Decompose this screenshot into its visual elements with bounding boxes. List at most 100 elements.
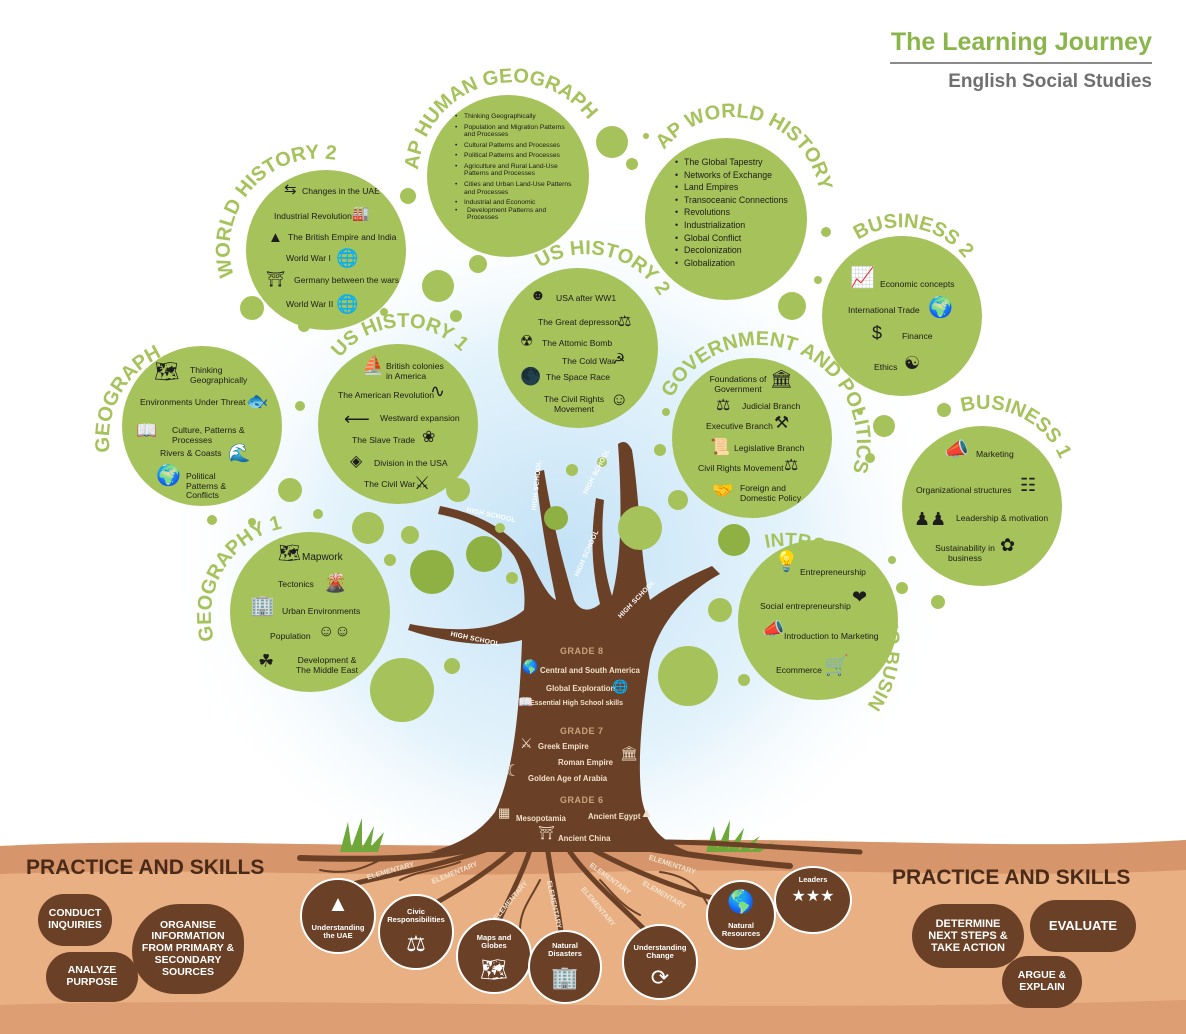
course-item: Marketing	[976, 449, 1014, 459]
course-item: Population and Migration Patterns and Pr…	[455, 124, 573, 139]
course-item: Urban Environments	[282, 606, 361, 616]
globe-icon: 🌐	[336, 248, 359, 268]
mideast-map-icon: ☘	[258, 651, 275, 671]
course-item: Globalization	[675, 257, 799, 270]
course-item: Political Patterns & Conflicts	[186, 471, 227, 501]
course-item: The Great depresson	[538, 317, 620, 327]
skill-evaluate: EVALUATE	[1030, 900, 1136, 952]
grass-left	[340, 818, 384, 852]
course-item: Decolonization	[675, 244, 799, 257]
soil	[0, 839, 1186, 1034]
megaphone-icon: 📣	[944, 439, 969, 461]
root-node-label: Natural Resources	[721, 921, 761, 939]
course-world-history-2: ⇆ Changes in the UAE Industrial Revoluti…	[246, 170, 406, 330]
moon-icon: 🌑	[520, 367, 542, 386]
root-node-natural-disasters: Natural Disasters 🏢	[528, 930, 602, 1004]
course-item: Industrial and Economic	[455, 199, 573, 207]
course-item: Development Patterns and Processes	[455, 207, 573, 222]
course-item: World War II	[286, 299, 334, 309]
course-item: Thinking Geographically	[455, 113, 573, 121]
course-geography-1: 🗺 Mapwork Tectonics 🌋 🏢 Urban Environmen…	[230, 532, 390, 692]
course-business-2: 📈 Economic concepts International Trade …	[822, 236, 982, 396]
course-item: Westward expansion	[380, 413, 460, 423]
root-node-leaders: Leaders ★★★	[774, 866, 852, 934]
course-item: Development & The Middle East	[295, 655, 359, 675]
skill-argue-and-explain: ARGUE & EXPLAIN	[1002, 956, 1082, 1008]
book-icon: 📖	[136, 421, 158, 440]
course-item: Industrialization	[675, 219, 799, 232]
arrow-left-icon: ⟵	[344, 409, 370, 429]
course-item: Economic concepts	[880, 279, 955, 289]
course-item: The Civil Rights Movement	[543, 394, 605, 414]
root-node-label: Civic Responsibilities	[387, 907, 445, 925]
root-node-maps-and-globes: Maps and Globes 🗺	[456, 918, 532, 994]
course-item: Thinking Geographically	[190, 365, 248, 385]
scales-icon: ⚖	[406, 931, 426, 956]
scales-icon: ⚖	[716, 397, 731, 414]
crossed-swords-icon: ⚔	[414, 473, 431, 493]
page-title: The Learning Journey	[890, 28, 1152, 56]
course-item: Legislative Branch	[734, 443, 805, 453]
arrows-icon: ⇆	[284, 181, 297, 198]
trunk	[408, 442, 720, 852]
money-bag-icon: ⚖	[618, 313, 632, 330]
grade-title: GRADE 8	[560, 646, 604, 656]
grade-item: Roman Empire	[558, 758, 614, 767]
map-icon: 🗺	[480, 957, 508, 982]
laptop-cart-icon: 🛒	[824, 655, 849, 677]
soil-band-bottom	[0, 1000, 1186, 1034]
course-item: Introduction to Marketing	[784, 631, 879, 641]
scales-icon: ⚖	[784, 457, 799, 474]
course-item: Executive Branch	[706, 421, 773, 431]
course-item: Germany between the wars	[294, 275, 400, 285]
fish-icon: 🐟	[246, 391, 269, 411]
course-item: Mapwork	[302, 552, 343, 563]
course-item: Sustainability in business	[935, 543, 995, 563]
root-node-understanding-the-uae: ▲ Understanding the UAE	[300, 878, 376, 954]
helmet-icon: ⚔	[520, 735, 533, 751]
city-icon: 🏢	[250, 595, 275, 617]
grade-title: GRADE 7	[560, 726, 604, 736]
practice-and-skills-left-title: PRACTICE AND SKILLS	[26, 856, 265, 879]
arch-icon: ⛩	[266, 271, 286, 288]
chart-icon: 📈	[850, 267, 875, 289]
globe-icon: 🌎	[727, 889, 755, 914]
hammer-sickle-icon: ☭	[612, 351, 626, 368]
course-item: Population	[270, 631, 311, 641]
course-item: Judicial Branch	[742, 401, 801, 411]
course-item: The Slave Trade	[352, 435, 416, 445]
course-item: International Trade	[848, 305, 920, 315]
root-node-civic-responsibilities: Civic Responsibilities ⚖	[378, 894, 454, 970]
course-item: Agriculture and Rural Land-Use Patterns …	[455, 163, 573, 178]
course-item: USA after WW1	[556, 293, 617, 303]
course-item: The Cold War	[562, 356, 615, 366]
globe-icon: 🌐	[612, 679, 629, 694]
grade-item: Mesopotamia	[516, 814, 566, 823]
course-item: Networks of Exchange	[675, 169, 799, 182]
map-icon: 🗺	[154, 361, 180, 383]
bomb-icon: ☢	[520, 333, 534, 350]
grade-item: Ancient China	[558, 834, 611, 843]
course-item: Cities and Urban Land-Use Patterns and P…	[455, 181, 573, 196]
document-icon: 📜	[710, 439, 730, 456]
wave-icon: 🌊	[228, 443, 251, 463]
course-item: Entrepreneurship	[800, 567, 866, 577]
face-icon: ☺	[610, 389, 629, 409]
course-item: The Global Tapestry	[675, 156, 799, 169]
course-item: Leadership & motivation	[956, 513, 1049, 523]
course-item: The Attomic Bomb	[542, 338, 613, 348]
pagoda-icon: ⛩	[538, 825, 555, 840]
course-item: Finance	[902, 331, 933, 341]
book-icon: 📖	[518, 695, 533, 709]
root-node-label: Understanding Change	[633, 943, 687, 961]
course-item: Organizational structures	[916, 485, 1012, 495]
course-item: World War I	[286, 253, 331, 263]
stars-people-icon: ★★★	[791, 888, 835, 905]
colosseum-icon: 🏛	[620, 745, 638, 761]
capitol-icon: 🏛	[770, 369, 793, 389]
person-icon: ☻	[530, 287, 546, 304]
handshake-icon: 🤝	[712, 481, 734, 500]
factory-icon: 🏭	[352, 205, 370, 221]
course-item: Ethics	[874, 362, 898, 372]
skill-analyze-purpose: ANALYZE PURPOSE	[46, 952, 138, 1002]
